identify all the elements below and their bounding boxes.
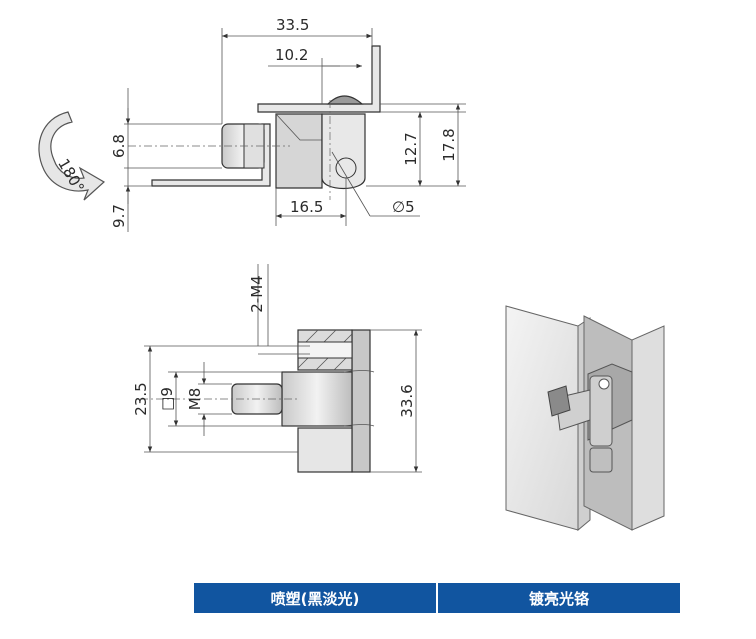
- front-plate: [351, 329, 371, 473]
- top-view: 180° 33.5 10.2 6.8: [38, 16, 466, 232]
- hinge-knuckle: [321, 113, 366, 189]
- upper-bracket: [257, 45, 381, 113]
- dim-width-offset: 10.2: [275, 46, 308, 64]
- dim-height-hinge: 12.7: [402, 132, 420, 165]
- dim-height-total: 17.8: [440, 128, 458, 161]
- dim-height-upper: 6.8: [110, 134, 128, 158]
- rotation-arrow-icon: 180°: [38, 111, 106, 201]
- bottom-block: [297, 427, 353, 473]
- dim-height-right: 33.6: [398, 384, 416, 417]
- technical-drawing: 180° 33.5 10.2 6.8: [38, 16, 665, 532]
- dim-square-size: □9: [158, 387, 176, 411]
- product-illustration: [505, 305, 665, 532]
- dim-pin-diameter: ∅5: [392, 198, 415, 216]
- dim-screw-spec: 2-M4: [248, 275, 266, 312]
- hinge-body: [275, 113, 323, 189]
- middle-knuckle: [281, 371, 353, 427]
- dim-height-left: 23.5: [132, 382, 150, 415]
- dim-width-base: 16.5: [290, 198, 323, 216]
- front-view: 2-M4 23.5 □9 M8 33.6: [132, 264, 422, 473]
- dim-width-overall: 33.5: [276, 16, 309, 34]
- finish-option-powder-coat: 喷塑(黑淡光): [194, 583, 436, 613]
- dim-thread: M8: [186, 388, 204, 411]
- finish-option-chrome: 镀亮光铬: [438, 583, 680, 613]
- dim-height-lower: 9.7: [110, 204, 128, 228]
- screw-head: [326, 95, 364, 105]
